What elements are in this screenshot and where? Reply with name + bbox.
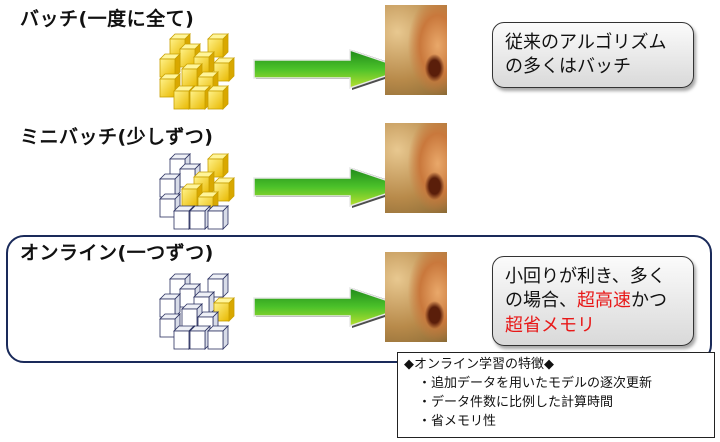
online-section-frame [6, 235, 712, 363]
bubble-online-line2: の場合、超高速かつ [505, 289, 681, 313]
face-image-minibatch [385, 123, 447, 213]
cube-icon [159, 293, 181, 318]
cube-icon [159, 173, 181, 198]
section-title-minibatch: ミニバッチ(少しずつ) [20, 126, 214, 148]
cube-icon [159, 53, 181, 78]
cube-icon [189, 325, 211, 350]
cube-icon [159, 193, 181, 218]
cube-icon [207, 325, 229, 350]
bubble-online-highlight-fast: 超高速 [577, 290, 631, 312]
cube-icon [189, 85, 211, 110]
bubble-batch-line1: 従来のアルゴリズム [505, 32, 667, 53]
note-item: ・追加データを用いたモデルの逐次更新 [418, 376, 653, 391]
bubble-online-line1: 小回りが利き、多く [505, 266, 666, 287]
cube-icon [207, 205, 229, 230]
cube-icon [213, 297, 235, 322]
online-features-note: ◆オンライン学習の特徴◆ ・追加データを用いたモデルの逐次更新 ・データ件数に比… [397, 352, 715, 438]
cube-icon [207, 85, 229, 110]
bubble-online-highlight-memory: 超省メモリ [505, 314, 595, 336]
bubble-online-line2-b: かつ [631, 290, 667, 312]
note-item: ・省メモリ性 [418, 414, 497, 429]
cube-icon [173, 325, 195, 350]
bubble-batch-line2: の多くはバッチ [505, 56, 631, 78]
data-cubes-online-icon [159, 273, 235, 350]
bubble-online-line2-a: の場合、 [505, 290, 577, 312]
cube-icon [189, 205, 211, 230]
face-image-online [385, 252, 447, 342]
section-title-batch: バッチ(一度に全て) [20, 8, 195, 30]
section-title-online: オンライン(一つずつ) [20, 242, 214, 264]
bubble-batch: 従来のアルゴリズム の多くはバッチ [492, 22, 694, 88]
face-image-batch [385, 5, 447, 95]
bubble-online: 小回りが利き、多く の場合、超高速かつ 超省メモリ [492, 256, 694, 346]
note-heading: ◆オンライン学習の特徴◆ [404, 357, 554, 372]
cube-icon [159, 73, 181, 98]
data-cubes-batch-icon [159, 33, 235, 110]
note-item: ・データ件数に比例した計算時間 [418, 395, 614, 410]
data-cubes-minibatch-icon [159, 153, 235, 230]
cube-icon [213, 177, 235, 202]
